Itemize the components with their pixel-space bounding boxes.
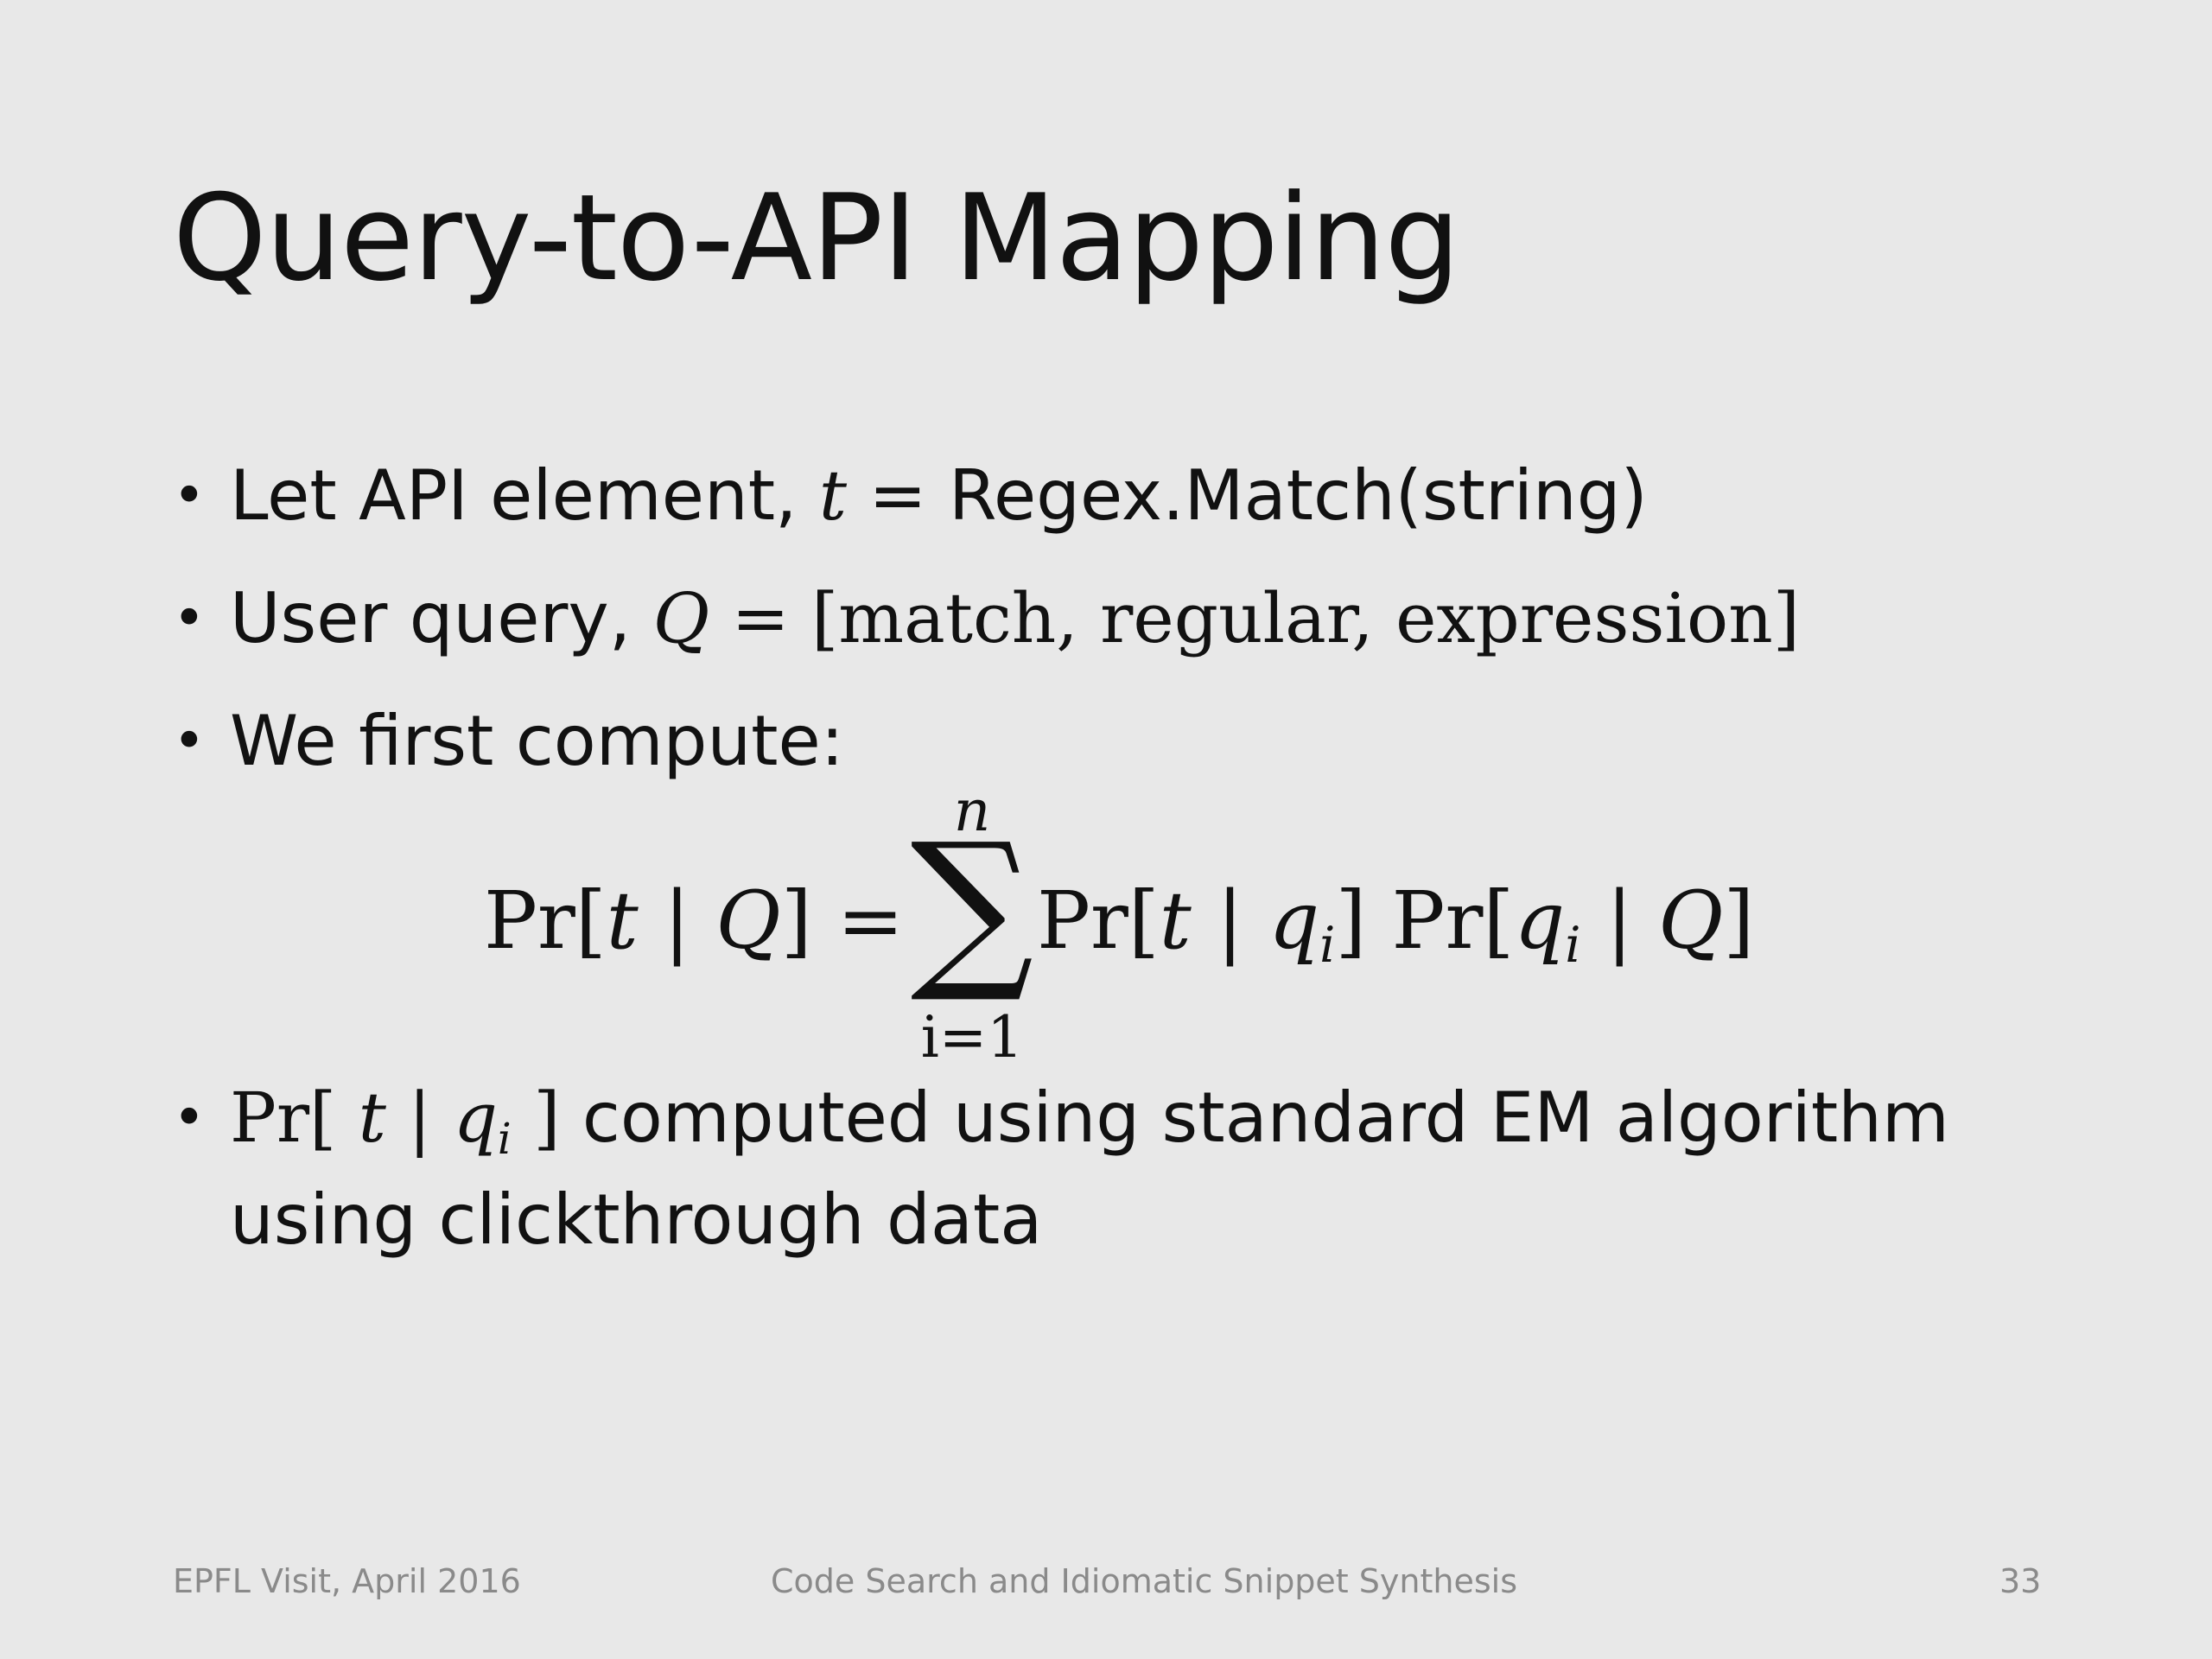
bullet-api-element: • Let API element, t = Regex.Match(string…	[173, 449, 1648, 543]
sigma-symbol: ∑	[910, 806, 1034, 1007]
sum-lower-limit: i=1	[920, 1004, 1024, 1071]
math-var-Q: Q	[652, 578, 710, 658]
sum-upper-limit: n	[953, 778, 991, 844]
summation: n ∑ i=1	[907, 778, 1037, 1071]
footer-page-number: 33	[1999, 1562, 2042, 1600]
formula-rhs: Pr[t | qi] Pr[qi | Q]	[1037, 874, 1755, 974]
query-term-list: [match, regular, expression]	[811, 578, 1800, 658]
slide-title: Query-to-API Mapping	[173, 168, 1460, 308]
bullet-dot: •	[173, 709, 206, 773]
bullet-first-compute: • We first compute:	[173, 695, 844, 788]
bullet-text: Let API element, t = Regex.Match(string)	[230, 455, 1648, 536]
footer-event: EPFL Visit, April 2016	[173, 1562, 521, 1600]
footer-talk-title: Code Search and Idiomatic Snippet Synthe…	[771, 1562, 1517, 1600]
bullet-user-query: • User query, Q = [match, regular, expres…	[173, 572, 1800, 665]
bullet-dot: •	[173, 1086, 206, 1150]
bullet-text: User query, Q = [match, regular, express…	[230, 578, 1800, 658]
math-var-t: t	[818, 455, 848, 536]
bullet-text: We first compute:	[230, 701, 844, 781]
bullet-dot: •	[173, 587, 206, 651]
bullet-text: Pr[ t | qi ] computed using standard EM …	[230, 1077, 1949, 1260]
formula-lhs: Pr[t | Q] =	[484, 874, 904, 967]
probability-formula: Pr[t | Q] = n ∑ i=1 Pr[t | qi] Pr[qi | Q…	[484, 778, 1754, 1071]
bullet-dot: •	[173, 464, 206, 528]
bullet-em-algorithm: • Pr[ t | qi ] computed using standard EM…	[173, 1071, 1949, 1267]
